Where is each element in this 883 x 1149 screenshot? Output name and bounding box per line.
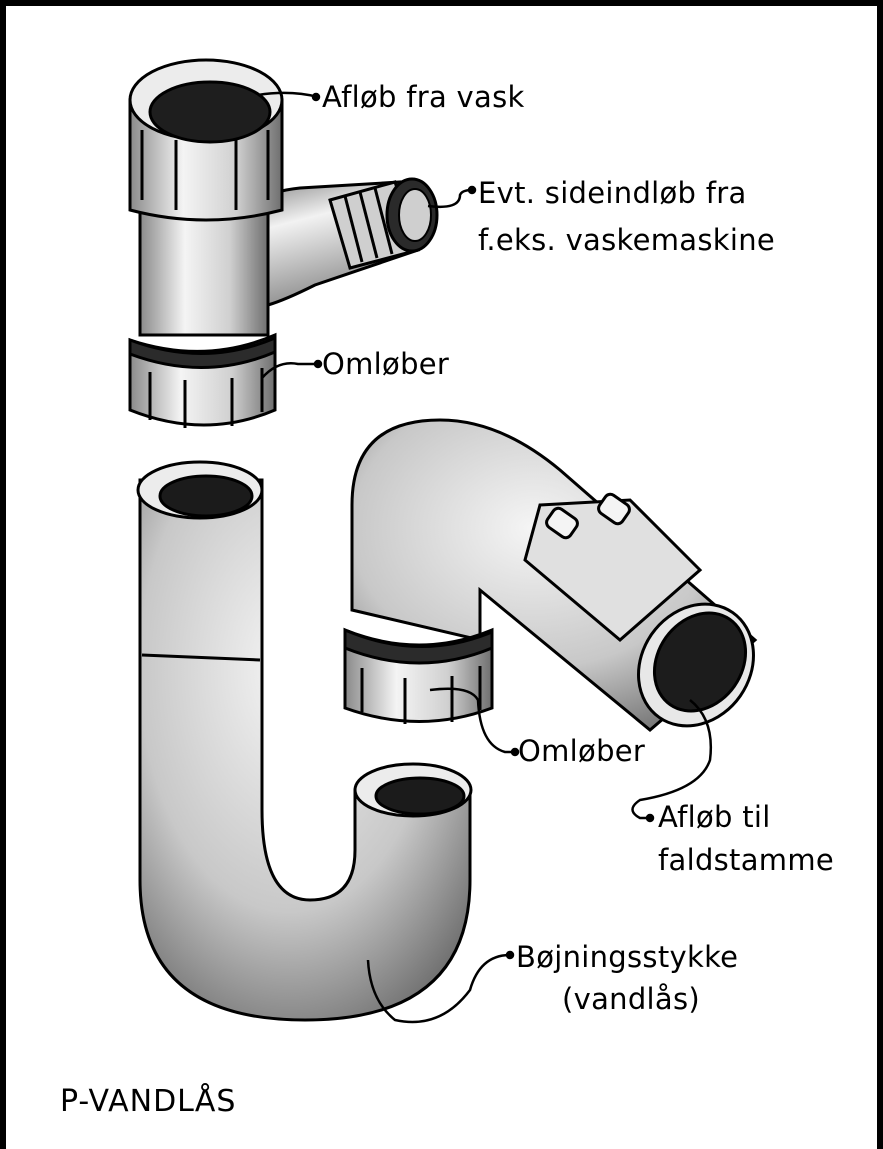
label-afloeb-til-line2: faldstamme: [658, 843, 834, 877]
left-opening: [160, 476, 252, 516]
label-boejning-line2: (vandlås): [562, 982, 700, 1016]
label-omloeber-top: Omløber: [322, 347, 449, 381]
label-afloeb-til-line1: Afløb til: [658, 800, 771, 834]
label-afloeb-fra-vask: Afløb fra vask: [322, 80, 525, 114]
outlet-elbow: [345, 420, 777, 748]
top-opening: [150, 82, 270, 142]
label-boejning-line1: Bøjningsstykke: [516, 940, 738, 974]
diagram-title: P-VANDLÅS: [60, 1085, 236, 1119]
right-opening: [376, 778, 464, 814]
label-omloeber-bottom: Omløber: [518, 734, 645, 768]
label-sideindloeb-line2: f.eks. vaskemaskine: [478, 223, 775, 257]
label-sideindloeb-line1: Evt. sideindløb fra: [478, 176, 747, 210]
